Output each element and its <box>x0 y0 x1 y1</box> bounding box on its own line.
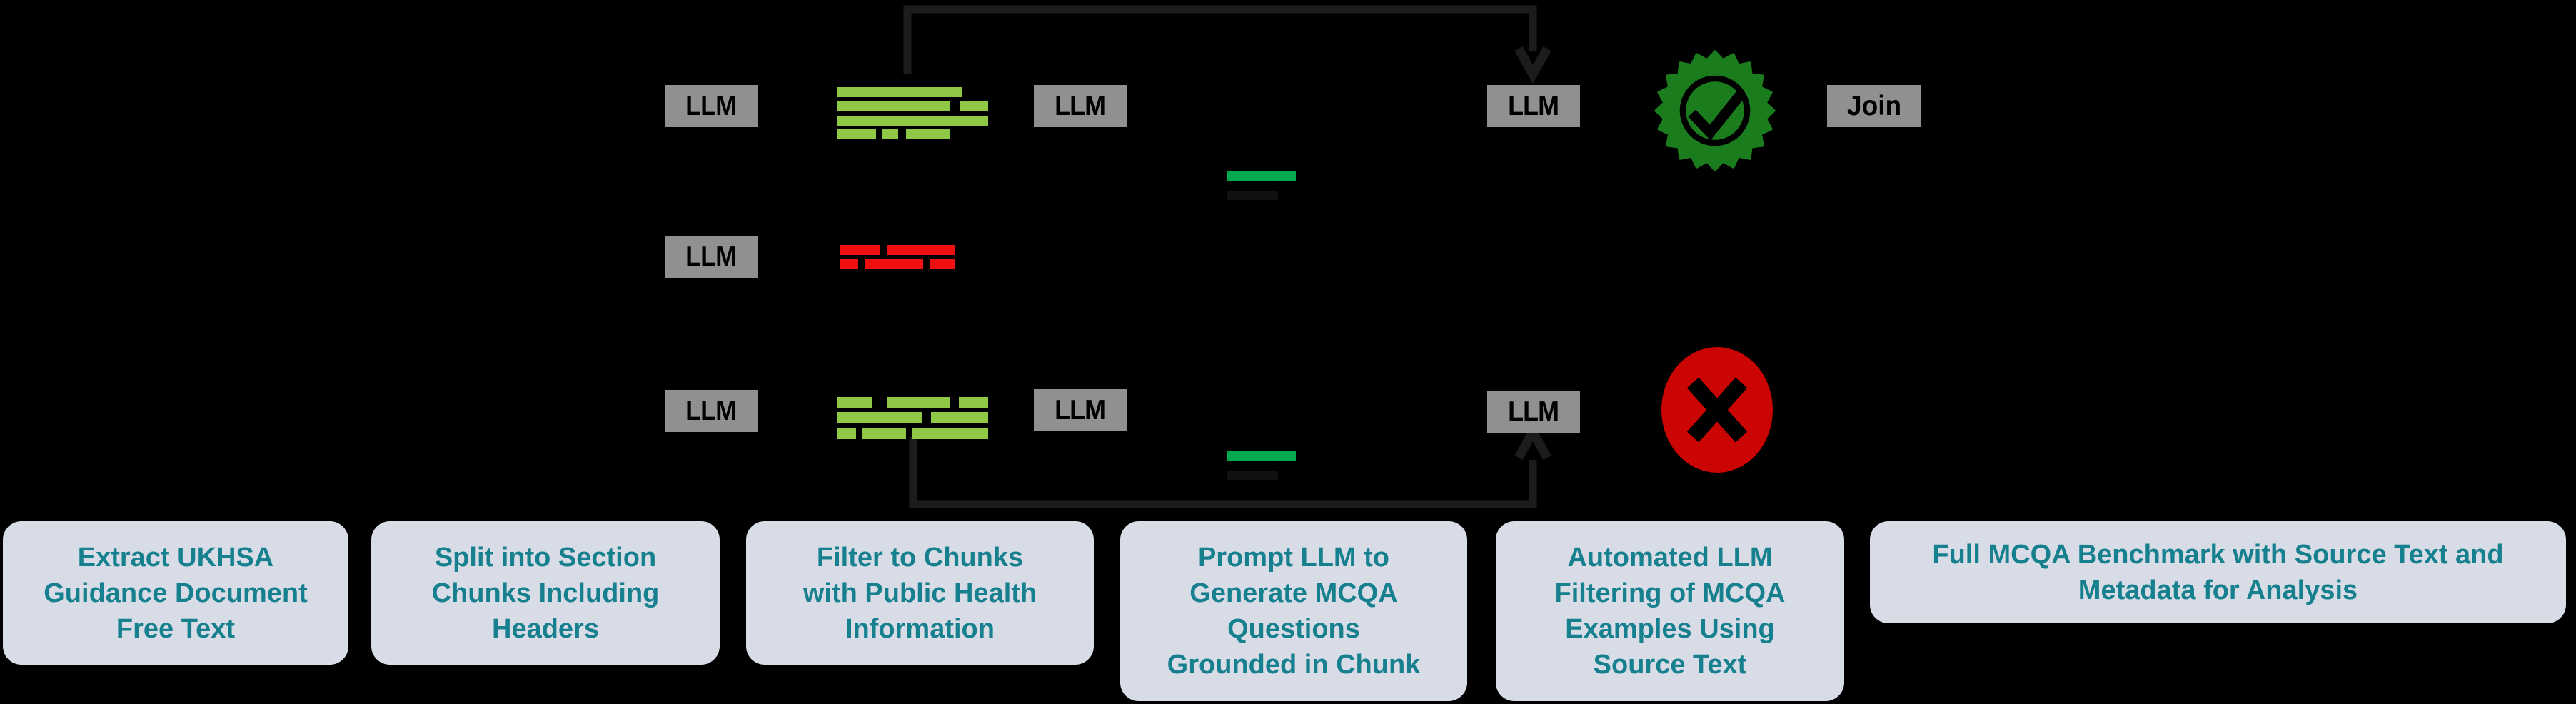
llm-label: LLM <box>685 241 738 272</box>
llm-box-row3-a: LLM <box>665 390 758 432</box>
step-label: Split into Section Chunks Including Head… <box>431 542 660 644</box>
red-text-chunk-icon <box>840 245 955 269</box>
green-text-chunk-icon-top <box>837 87 988 139</box>
llm-label: LLM <box>1055 90 1107 121</box>
llm-box-row1-b: LLM <box>1034 85 1127 127</box>
join-box: Join <box>1827 85 1921 127</box>
llm-label: LLM <box>685 90 738 121</box>
step-box-4: Prompt LLM to Generate MCQA Questions Gr… <box>1120 521 1467 701</box>
answer-highlight-icon-bottom <box>1227 451 1296 480</box>
step-label: Prompt LLM to Generate MCQA Questions Gr… <box>1167 543 1421 680</box>
step-box-5: Automated LLM Filtering of MCQA Examples… <box>1496 521 1844 701</box>
arrowhead-down-icon <box>1514 46 1551 84</box>
llm-label: LLM <box>685 395 738 426</box>
source-text-arrow-bottom <box>909 437 1537 508</box>
step-box-2: Split into Section Chunks Including Head… <box>371 521 720 665</box>
step-label: Full MCQA Benchmark with Source Text and… <box>1932 539 2504 605</box>
llm-label: LLM <box>1508 90 1560 121</box>
x-circle-icon <box>1661 347 1773 473</box>
step-box-6: Full MCQA Benchmark with Source Text and… <box>1870 521 2566 623</box>
step-label: Extract UKHSA Guidance Document Free Tex… <box>44 542 308 644</box>
llm-box-row3-filter: LLM <box>1487 391 1580 433</box>
join-label: Join <box>1846 90 1902 121</box>
step-label: Filter to Chunks with Public Health Info… <box>803 542 1037 644</box>
llm-box-row2: LLM <box>665 236 758 278</box>
step-label: Automated LLM Filtering of MCQA Examples… <box>1554 543 1786 680</box>
green-text-chunk-icon-bottom <box>837 397 988 439</box>
llm-box-row3-b: LLM <box>1034 389 1127 431</box>
llm-label: LLM <box>1055 394 1107 426</box>
llm-box-row1-filter: LLM <box>1487 85 1580 127</box>
step-box-1: Extract UKHSA Guidance Document Free Tex… <box>3 521 348 665</box>
llm-box-row1-a: LLM <box>665 85 758 127</box>
llm-label: LLM <box>1508 396 1560 427</box>
step-box-3: Filter to Chunks with Public Health Info… <box>746 521 1094 665</box>
check-seal-icon <box>1654 50 1776 171</box>
answer-highlight-icon-top <box>1227 171 1296 200</box>
source-text-arrow-top <box>903 5 1537 74</box>
arrowhead-up-icon <box>1514 422 1551 461</box>
